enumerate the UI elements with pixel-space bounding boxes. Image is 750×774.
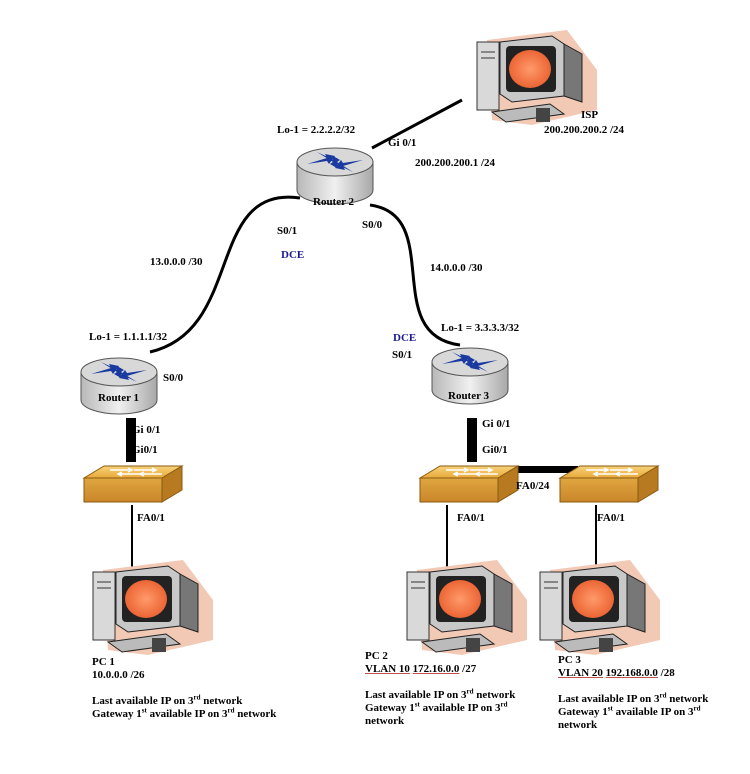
pc-2-line1: Last available IP on 3rd network	[365, 687, 516, 701]
router-3-loopback: Lo-1 = 3.3.3.3/32	[441, 322, 520, 334]
pc-2-vlan: VLAN 10 172.16.0.0 /27	[365, 663, 477, 675]
pc-2-name: PC 2	[365, 650, 388, 662]
router-1-gi-label: Gi 0/1	[132, 424, 161, 436]
router-2-s01-label: S0/1	[277, 225, 298, 237]
pc-3-vlan: VLAN 20 192.168.0.0 /28	[558, 667, 675, 679]
switch-1-gi-label: Gi0/1	[132, 444, 158, 456]
pc-1-network: 10.0.0.0 /26	[92, 669, 145, 681]
pc-1-line2: Gateway 1st available IP on 3rd network	[92, 706, 277, 720]
isp-name: ISP	[581, 109, 599, 121]
pc-1-name: PC 1	[92, 656, 115, 668]
switch-2-icon	[419, 465, 519, 503]
pc-3-line1: Last available IP on 3rd network	[558, 691, 709, 705]
router-3-name: Router 3	[448, 390, 490, 402]
switch-2-gi-label: Gi0/1	[482, 444, 508, 456]
pc-3-info: PC 3 VLAN 20 192.168.0.0 /28 Last availa…	[558, 654, 733, 732]
link-r2-isp	[371, 98, 463, 150]
link-r3-sw2	[467, 418, 477, 462]
router-1-s00-label: S0/0	[163, 372, 184, 384]
isp-link-label: 200.200.200.1 /24	[415, 157, 496, 169]
pc-3-computer-icon	[539, 559, 661, 656]
router-2-loopback: Lo-1 = 2.2.2.2/32	[277, 124, 356, 136]
router-2-gi-label: Gi 0/1	[388, 137, 417, 149]
router-2-name: Router 2	[313, 196, 355, 208]
link-r2-r3	[369, 203, 461, 347]
isp-computer-icon	[476, 29, 598, 126]
router-3-gi-label: Gi 0/1	[482, 418, 511, 430]
router-1-loopback: Lo-1 = 1.1.1.1/32	[89, 331, 168, 343]
pc-1-computer-icon	[92, 559, 214, 656]
link-sw2-sw3	[510, 466, 578, 473]
switch-2-fa-label: FA0/1	[457, 512, 485, 524]
link-r1-sw1	[126, 418, 136, 462]
switch-3-fa-label: FA0/1	[597, 512, 625, 524]
router-3-dce-label: DCE	[393, 332, 417, 344]
pc-3-line2: Gateway 1st available IP on 3rd network	[558, 704, 701, 731]
router-1-name: Router 1	[98, 392, 140, 404]
router-1-icon	[80, 357, 158, 415]
switch-2-trunk-label: FA0/24	[516, 480, 550, 492]
pc-2-line2: Gateway 1st available IP on 3rd network	[365, 700, 508, 727]
link-r1-r2	[149, 195, 301, 354]
switch-1-icon	[83, 465, 183, 503]
pc-1-info: PC 1 10.0.0.0 /26 Last available IP on 3…	[92, 656, 332, 721]
router-2-s00-label: S0/0	[362, 219, 383, 231]
router-3-s01-label: S0/1	[392, 349, 413, 361]
pc-1-line1: Last available IP on 3rd network	[92, 693, 243, 707]
pc-2-info: PC 2 VLAN 10 172.16.0.0 /27 Last availab…	[365, 650, 540, 728]
switch-1-fa-label: FA0/1	[137, 512, 165, 524]
pc-3-name: PC 3	[558, 654, 581, 666]
pc-2-computer-icon	[406, 559, 528, 656]
router-2-dce-label: DCE	[281, 249, 305, 261]
network-13-label: 13.0.0.0 /30	[150, 256, 203, 268]
network-14-label: 14.0.0.0 /30	[430, 262, 483, 274]
isp-ip: 200.200.200.2 /24	[544, 124, 625, 136]
switch-3-icon	[559, 465, 659, 503]
